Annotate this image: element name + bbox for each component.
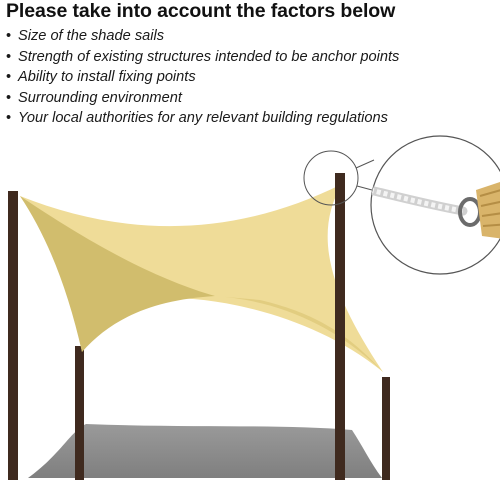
list-item: • Strength of existing structures intende… <box>6 47 399 68</box>
sail-fold-shadow <box>20 196 215 352</box>
factor-text: Ability to install fixing points <box>18 69 196 86</box>
sail-main <box>20 184 383 372</box>
factor-list: • Size of the shade sails • Strength of ex… <box>6 26 399 129</box>
post-back-right <box>382 377 390 480</box>
anchor-point-marker <box>303 150 359 206</box>
ground-shadow <box>28 424 382 478</box>
anchor-detail-zoom-icon <box>370 135 500 275</box>
factor-text: Size of the shade sails <box>18 28 165 44</box>
bullet: • <box>6 48 12 65</box>
post-front-left <box>8 191 18 480</box>
list-item: • Your local authorities for any relevant… <box>6 108 399 129</box>
page-title: Please take into account the factors bel… <box>6 0 396 22</box>
post-front-right <box>335 173 345 480</box>
bullet: • <box>6 110 12 127</box>
list-item: • Surrounding environment <box>6 88 399 109</box>
list-item: • Size of the shade sails <box>6 26 399 47</box>
zoom-connector <box>356 185 373 191</box>
zoom-connector <box>355 159 375 169</box>
bullet: • <box>6 28 12 44</box>
bullet: • <box>6 69 12 86</box>
list-item: • Ability to install fixing points <box>6 67 399 88</box>
factor-text: Surrounding environment <box>18 89 182 106</box>
bullet: • <box>6 89 12 106</box>
post-back-left <box>75 346 84 480</box>
factor-text: Your local authorities for any relevant … <box>18 110 388 127</box>
factor-text: Strength of existing structures intended… <box>18 48 400 65</box>
